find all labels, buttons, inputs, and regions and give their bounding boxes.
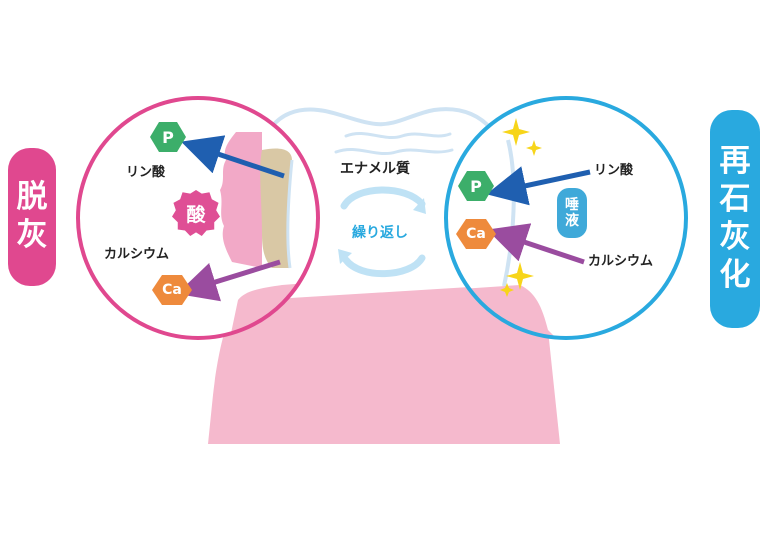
right-calcium-arrow — [487, 223, 585, 265]
left-calcium-label: カルシウム — [104, 247, 170, 262]
enamel-eroded-area — [220, 132, 262, 268]
cycle-arrow-bottom-icon — [342, 254, 426, 278]
cycle-arrow-top-icon — [340, 186, 426, 210]
calcium-icon: Ca — [152, 274, 192, 306]
gum — [208, 274, 560, 444]
enamel-wave-2 — [334, 147, 454, 155]
remineralization-label: 再 石 灰 化 — [710, 110, 760, 328]
right-phosphate-arrow — [486, 166, 591, 206]
right-phosphate-label: リン酸 — [594, 163, 634, 178]
enamel-label: エナメル質 — [340, 161, 410, 177]
enamel-wave-1 — [344, 131, 452, 139]
cycle-arrowhead-top-icon — [413, 198, 426, 214]
demineralization-label: 脱 灰 — [8, 148, 56, 286]
left-phosphate-label: リン酸 — [126, 165, 166, 180]
left-circle — [76, 96, 320, 340]
cycle-arrowhead-bottom-icon — [338, 249, 352, 264]
left-calcium-arrow — [176, 259, 281, 302]
left-phosphate-arrow — [181, 135, 285, 179]
cycle-label: 繰り返し — [352, 225, 408, 241]
saliva-badge: 唾 液 — [557, 188, 587, 238]
sparkle-icon — [500, 118, 542, 297]
right-circle — [444, 96, 688, 340]
enamel-layer-left — [260, 148, 292, 268]
right-calcium-label: カルシウム — [588, 254, 654, 269]
